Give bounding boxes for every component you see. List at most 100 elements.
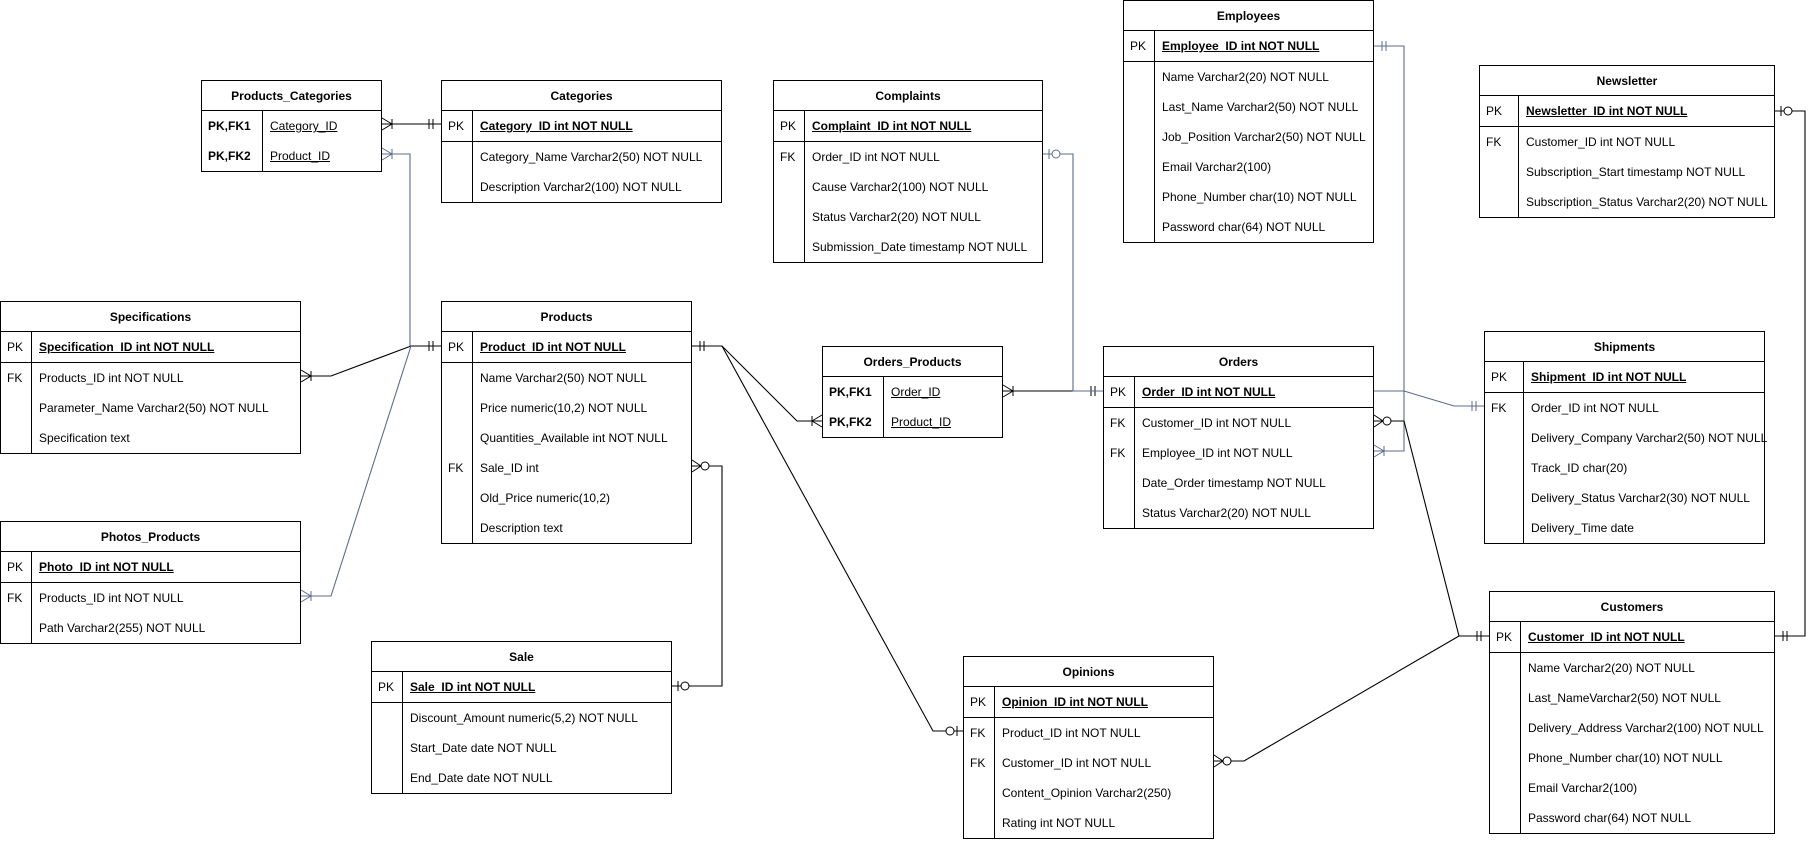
attribute-row: FK Customer_ID int NOT NULL	[1480, 127, 1774, 157]
attribute-row: Content_Opinion Varchar2(250)	[964, 778, 1213, 808]
key-column-divider	[1124, 31, 1155, 242]
crowfoot-marker	[381, 117, 393, 125]
attribute-label: Customer_ID int NOT NULL	[1526, 135, 1676, 149]
relationship-line	[382, 153, 441, 347]
attribute-row: Date_Order timestamp NOT NULL	[1104, 468, 1373, 498]
key-label: PK	[1496, 630, 1513, 644]
attribute-label: Date_Order timestamp NOT NULL	[1142, 476, 1326, 490]
attribute-label: Subscription_Start timestamp NOT NULL	[1526, 165, 1746, 179]
attribute-label: Email Varchar2(100)	[1162, 160, 1272, 174]
relationship-specifications-products-id-to-products-product-id	[300, 341, 441, 383]
attribute-row: Price numeric(10,2) NOT NULL	[442, 393, 691, 423]
attribute-row: Discount_Amount numeric(5,2) NOT NULL	[372, 703, 671, 733]
crowfoot-marker	[300, 595, 312, 603]
attribute-label: Shipment_ID int NOT NULL	[1531, 370, 1687, 384]
crowfoot-marker	[1213, 760, 1224, 768]
zero-circle-marker	[1382, 416, 1392, 426]
key-column-divider	[372, 672, 403, 793]
key-label: FK	[780, 150, 796, 164]
attribute-label: Phone_Number char(10) NOT NULL	[1528, 751, 1723, 765]
key-label: PK	[1486, 104, 1503, 118]
attribute-row: Password char(64) NOT NULL	[1124, 212, 1373, 242]
attribute-row: Last_NameVarchar2(50) NOT NULL	[1490, 683, 1774, 713]
attribute-label: Complaint_ID int NOT NULL	[812, 119, 972, 133]
relationship-line	[1775, 110, 1806, 637]
attribute-label: Newsletter_ID int NOT NULL	[1526, 104, 1688, 118]
key-label: FK	[1486, 135, 1502, 149]
attribute-label: Customer_ID int NOT NULL	[1002, 756, 1152, 770]
entity-title: Newsletter	[1480, 66, 1774, 96]
relationship-line	[301, 345, 441, 377]
entity-attributes: PK Newsletter_ID int NOT NULL FK Customer_I…	[1480, 96, 1774, 217]
attribute-label: Product_ID	[891, 415, 952, 429]
attribute-label: Description text	[480, 521, 563, 535]
attribute-row: End_Date date NOT NULL	[372, 763, 671, 793]
attribute-label: Customer_ID int NOT NULL	[1142, 416, 1292, 430]
entity-title: Opinions	[964, 657, 1213, 687]
attribute-label: Delivery_Status Varchar2(30) NOT NULL	[1531, 491, 1750, 505]
attribute-label: Employee_ID int NOT NULL	[1142, 446, 1293, 460]
attribute-row: Delivery_Company Varchar2(50) NOT NULL	[1485, 423, 1768, 453]
attribute-row: Name Varchar2(50) NOT NULL	[442, 363, 691, 393]
attribute-label: Employee_ID int NOT NULL	[1162, 39, 1320, 53]
relationship-employees-employee-id-to-orders-employee-id	[1373, 41, 1405, 458]
attribute-row: Submission_Date timestamp NOT NULL	[774, 232, 1042, 262]
relationship-line	[301, 345, 412, 597]
crowfoot-marker	[1213, 754, 1224, 762]
attribute-label: Order_ID int NOT NULL	[1142, 385, 1276, 399]
entity-title: Orders	[1104, 347, 1373, 377]
crowfoot-marker	[1373, 450, 1385, 458]
relationship-products-product-id-to-opinions-product-id	[721, 345, 963, 736]
attribute-label: Order_ID	[891, 385, 941, 399]
attribute-label: Quantities_Available int NOT NULL	[480, 431, 668, 445]
key-label: FK	[970, 756, 986, 770]
key-column-divider	[774, 111, 805, 262]
entity-title: Shipments	[1485, 332, 1764, 362]
attribute-row: Subscription_Status Varchar2(20) NOT NUL…	[1480, 187, 1774, 217]
entity-title: Photos_Products	[1, 522, 300, 552]
attribute-row: Subscription_Start timestamp NOT NULL	[1480, 157, 1774, 187]
relationship-opinions-customer-id-to-customers-customer-id	[1213, 635, 1460, 768]
attribute-row: Category_Name Varchar2(50) NOT NULL	[442, 142, 721, 172]
key-label: FK	[1491, 401, 1507, 415]
crowfoot-marker	[811, 414, 823, 422]
attribute-row: Name Varchar2(20) NOT NULL	[1124, 62, 1373, 92]
attribute-label: Photo_ID int NOT NULL	[39, 560, 174, 574]
attribute-label: Delivery_Company Varchar2(50) NOT NULL	[1531, 431, 1768, 445]
attribute-label: Subscription_Status Varchar2(20) NOT NUL…	[1526, 195, 1768, 209]
relationship-line	[1374, 45, 1405, 452]
crowfoot-marker	[1373, 414, 1384, 422]
attribute-label: Description Varchar2(100) NOT NULL	[480, 180, 682, 194]
zero-circle-marker	[945, 726, 955, 736]
attribute-row: Parameter_Name Varchar2(50) NOT NULL	[1, 393, 300, 423]
zero-circle-marker	[1222, 756, 1232, 766]
relationship-products-categories-product-id-to-products-product-id	[381, 147, 441, 351]
